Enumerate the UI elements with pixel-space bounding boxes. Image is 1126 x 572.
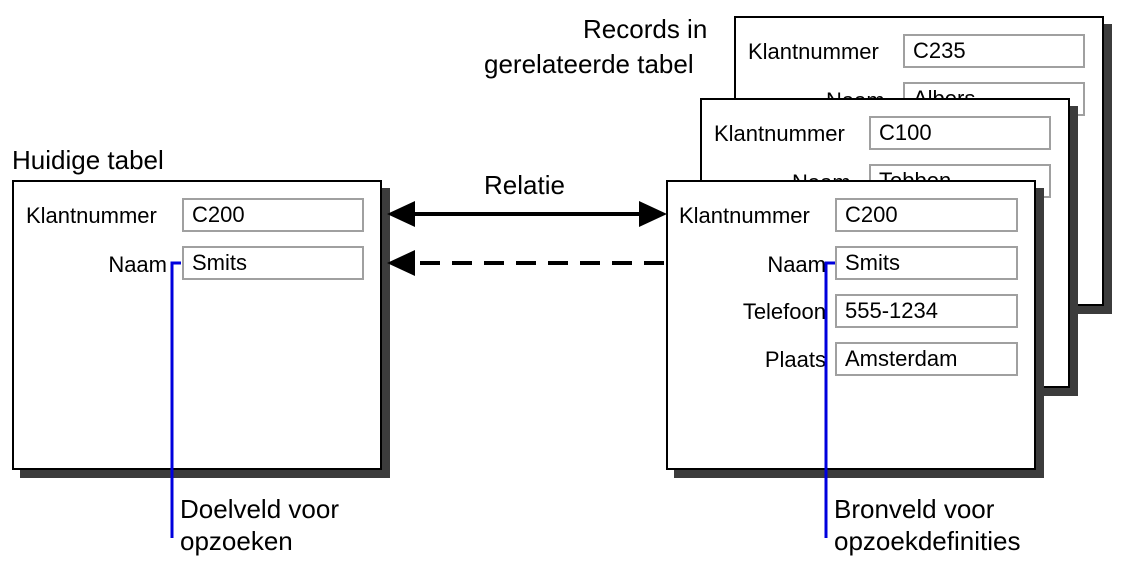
current-table-title: Huidige tabel (12, 145, 164, 175)
related-record-card-front: Klantnummer C200 Naam Smits Telefoon 555… (666, 180, 1036, 470)
target-caption-line2: opzoeken (180, 526, 293, 556)
target-caption-line1: Doelveld voor (180, 494, 339, 524)
lookup-arrow (387, 250, 666, 276)
telefoon-label: Telefoon (742, 299, 826, 324)
naam-label: Naam (108, 252, 167, 277)
klantnummer-field: C200 (835, 198, 1018, 232)
naam-field: Smits (835, 246, 1018, 280)
source-callout-line (824, 261, 835, 538)
klantnummer-label: Klantnummer (679, 203, 810, 228)
source-field-caption: Bronveld voor opzoekdefinities (834, 493, 1020, 557)
klantnummer-field: C200 (182, 198, 364, 232)
plaats-label: Plaats (764, 347, 826, 372)
klantnummer-label: Klantnummer (714, 121, 845, 146)
naam-label: Naam (767, 252, 826, 277)
plaats-field: Amsterdam (835, 342, 1018, 376)
relation-label: Relatie (484, 170, 565, 200)
klantnummer-field: C235 (903, 34, 1085, 68)
related-records-title-line1: Records in (583, 14, 708, 44)
klantnummer-label: Klantnummer (26, 203, 157, 228)
naam-field: Smits (182, 246, 364, 280)
source-caption-line2: opzoekdefinities (834, 526, 1021, 556)
relation-arrow (387, 201, 667, 227)
current-table-card: Klantnummer C200 Naam Smits (12, 180, 382, 470)
source-caption-line1: Bronveld voor (834, 494, 995, 524)
related-records-title-line2: gerelateerde tabel (484, 49, 694, 79)
telefoon-field: 555-1234 (835, 294, 1018, 328)
target-field-caption: Doelveld voor opzoeken (180, 493, 339, 557)
klantnummer-field: C100 (869, 116, 1051, 150)
klantnummer-label: Klantnummer (748, 39, 879, 64)
target-callout-line (170, 261, 181, 538)
